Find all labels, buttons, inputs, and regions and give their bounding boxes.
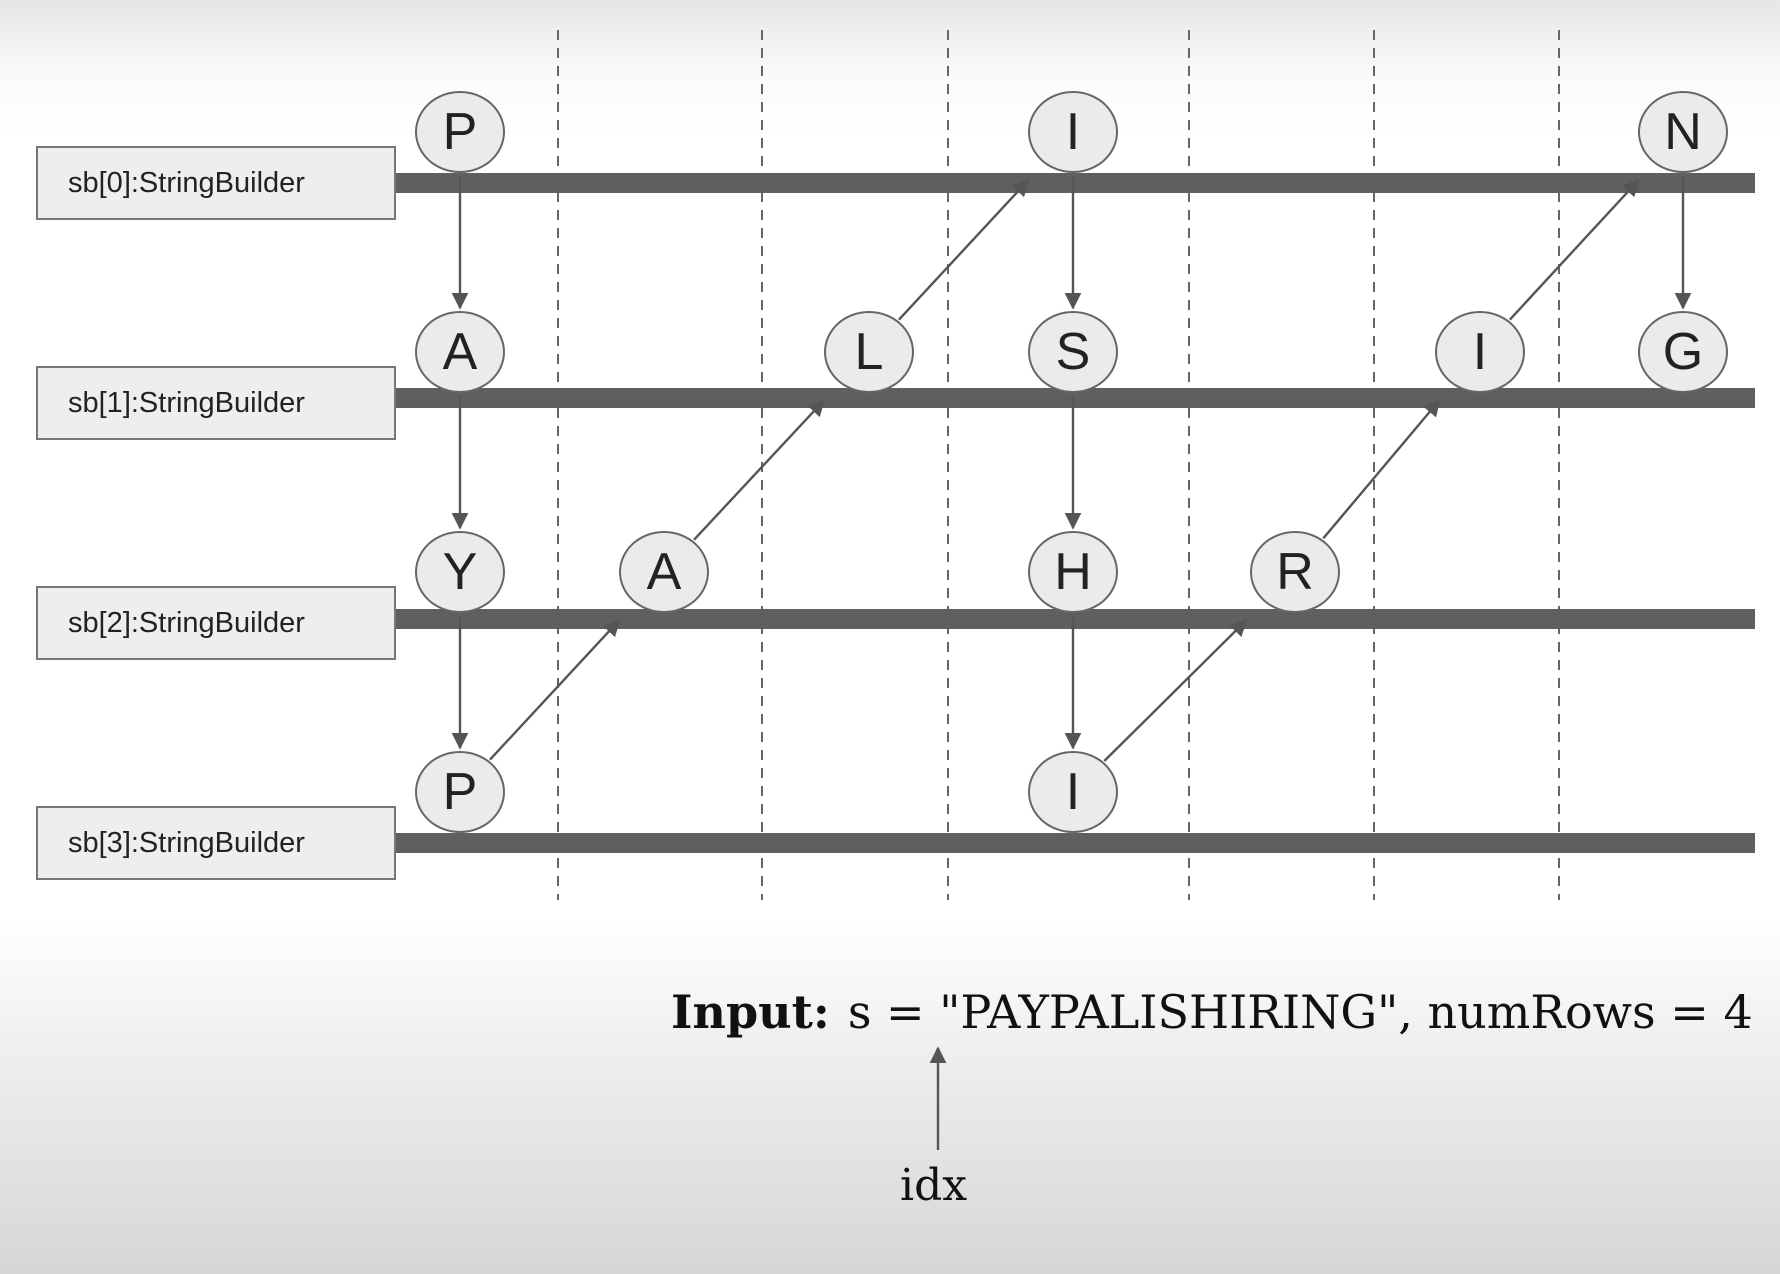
char-node: P [415, 91, 505, 173]
input-text: s = "PAYPALISHIRING", numRows = 4 [847, 985, 1753, 1039]
row-label-box: sb[1]:StringBuilder [36, 366, 396, 440]
traversal-arrows [451, 176, 1692, 762]
idx-label: idx [900, 1160, 968, 1211]
row-label: sb[1]:StringBuilder [68, 386, 305, 419]
char-node: I [1028, 751, 1118, 833]
traversal-arrow [1508, 179, 1640, 321]
char-node: G [1638, 311, 1728, 393]
row-track [380, 833, 1755, 853]
char-node: A [415, 311, 505, 393]
char-node: I [1028, 91, 1118, 173]
row-track [380, 173, 1755, 193]
char-node: P [415, 751, 505, 833]
row-label: sb[3]:StringBuilder [68, 826, 305, 859]
input-line: Input: s = "PAYPALISHIRING", numRows = 4 [671, 985, 1753, 1039]
row-label-box: sb[2]:StringBuilder [36, 586, 396, 660]
traversal-arrow [1322, 399, 1441, 540]
traversal-arrow [489, 619, 621, 761]
row-track [380, 388, 1755, 408]
row-label: sb[0]:StringBuilder [68, 166, 305, 199]
row-track [380, 609, 1755, 629]
traversal-arrow [1103, 619, 1248, 762]
char-node: A [619, 531, 709, 613]
row-label: sb[2]:StringBuilder [68, 606, 305, 639]
row-tracks [380, 173, 1755, 853]
row-label-box: sb[0]:StringBuilder [36, 146, 396, 220]
traversal-arrow [693, 399, 826, 541]
char-node: L [824, 311, 914, 393]
char-node: S [1028, 311, 1118, 393]
traversal-arrow [898, 179, 1030, 321]
char-node: R [1250, 531, 1340, 613]
char-node: N [1638, 91, 1728, 173]
char-node: Y [415, 531, 505, 613]
input-label: Input: [671, 985, 830, 1039]
row-label-box: sb[3]:StringBuilder [36, 806, 396, 880]
char-node: H [1028, 531, 1118, 613]
char-node: I [1435, 311, 1525, 393]
